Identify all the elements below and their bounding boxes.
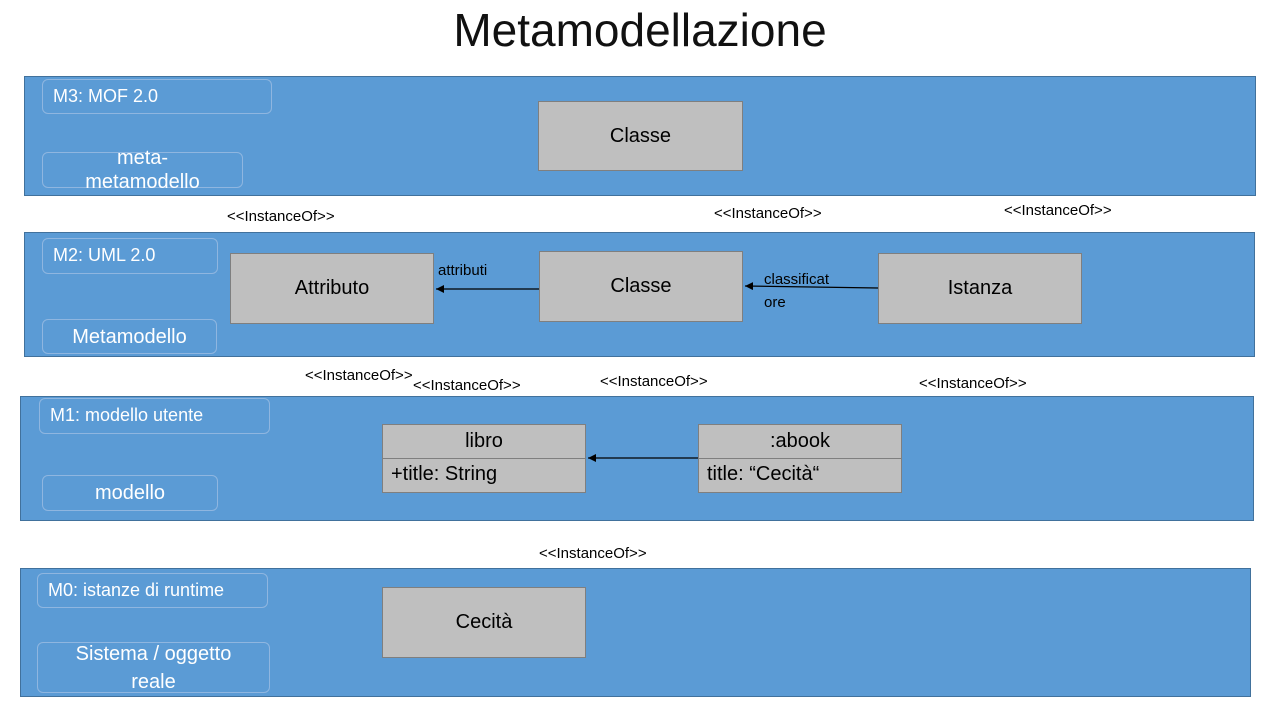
edge-label-classificatore: classificat ore <box>764 268 829 314</box>
m2-classe-box[interactable]: Classe <box>539 251 743 322</box>
level-label-m0: M0: istanze di runtime <box>37 573 268 608</box>
level-label-m3: M3: MOF 2.0 <box>42 79 272 114</box>
m2-attributo-box[interactable]: Attributo <box>230 253 434 324</box>
role-label-m0-line2: reale <box>131 670 176 693</box>
m1-abook-object[interactable]: :abook title: “Cecità“ <box>698 424 902 493</box>
m1-libro-class[interactable]: libro +title: String <box>382 424 586 493</box>
role-label-m1: modello <box>42 475 218 511</box>
level-label-m2: M2: UML 2.0 <box>42 238 218 274</box>
page-title: Metamodellazione <box>453 4 827 56</box>
role-label-m3: meta-metamodello <box>42 147 243 193</box>
m3-classe-box[interactable]: Classe <box>538 101 743 171</box>
m2-istanza-box[interactable]: Istanza <box>878 253 1082 324</box>
instance-of-label: <<InstanceOf>> <box>919 375 1027 392</box>
instance-of-label: <<InstanceOf>> <box>305 367 413 384</box>
instance-of-label: <<InstanceOf>> <box>600 373 708 390</box>
m0-cecita-box[interactable]: Cecità <box>382 587 586 658</box>
level-label-m1: M1: modello utente <box>39 398 270 434</box>
edge-label-classificatore-line1: classificat <box>764 271 830 288</box>
instance-of-label: <<InstanceOf>> <box>413 377 521 394</box>
m1-libro-name: libro <box>383 425 585 459</box>
role-label-m0-line1: Sistema / oggetto <box>75 642 232 665</box>
band-m0 <box>20 568 1251 697</box>
instance-of-label: <<InstanceOf>> <box>539 545 647 562</box>
instance-of-label: <<InstanceOf>> <box>227 208 335 225</box>
edge-label-classificatore-line2: ore <box>764 294 786 311</box>
role-label-m0: Sistema / oggetto reale <box>37 642 270 693</box>
instance-of-label: <<InstanceOf>> <box>1004 202 1112 219</box>
role-label-m2: Metamodello <box>42 319 217 354</box>
edge-label-attributi: attributi <box>438 262 488 279</box>
instance-of-label: <<InstanceOf>> <box>714 205 822 222</box>
m1-abook-name: :abook <box>699 425 901 459</box>
role-label-m3-text: meta-metamodello <box>85 147 200 193</box>
m1-libro-attribute: +title: String <box>391 463 498 485</box>
m1-abook-attribute: title: “Cecità“ <box>707 463 820 485</box>
edge-classificatore-arrow <box>744 282 879 291</box>
